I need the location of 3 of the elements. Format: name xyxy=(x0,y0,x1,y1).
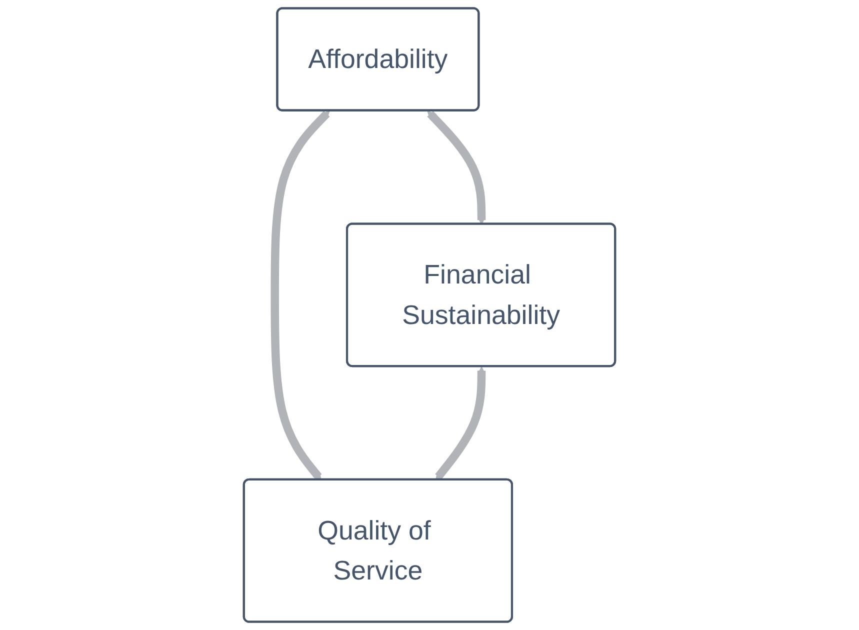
arrow xyxy=(270,110,330,480)
arrow xyxy=(435,366,486,480)
arrow xyxy=(427,110,486,225)
